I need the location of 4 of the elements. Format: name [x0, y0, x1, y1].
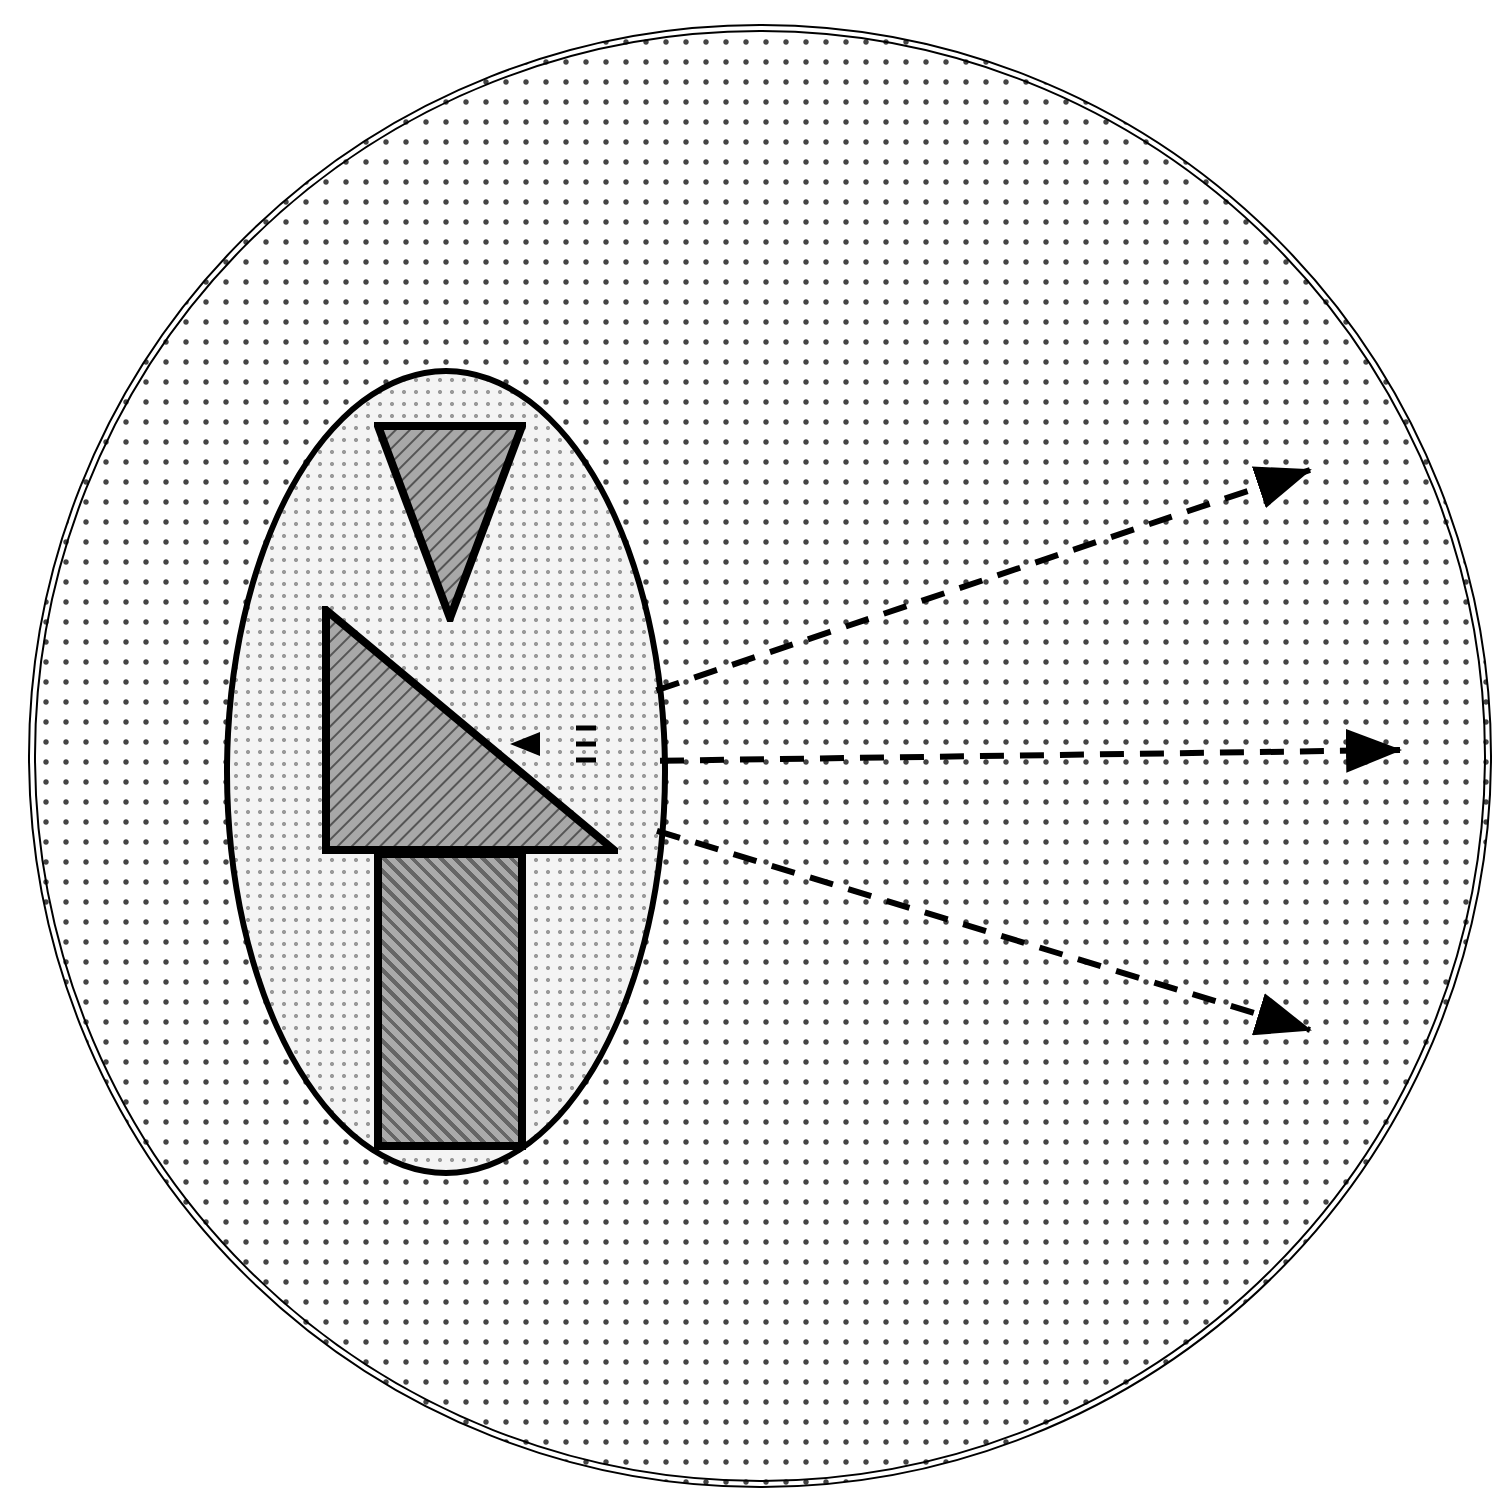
inverted-triangle: [374, 422, 526, 622]
dashed-arrow: [659, 728, 1402, 773]
dashed-arrow: [656, 827, 1312, 1036]
rectangle-block: [374, 850, 526, 1150]
